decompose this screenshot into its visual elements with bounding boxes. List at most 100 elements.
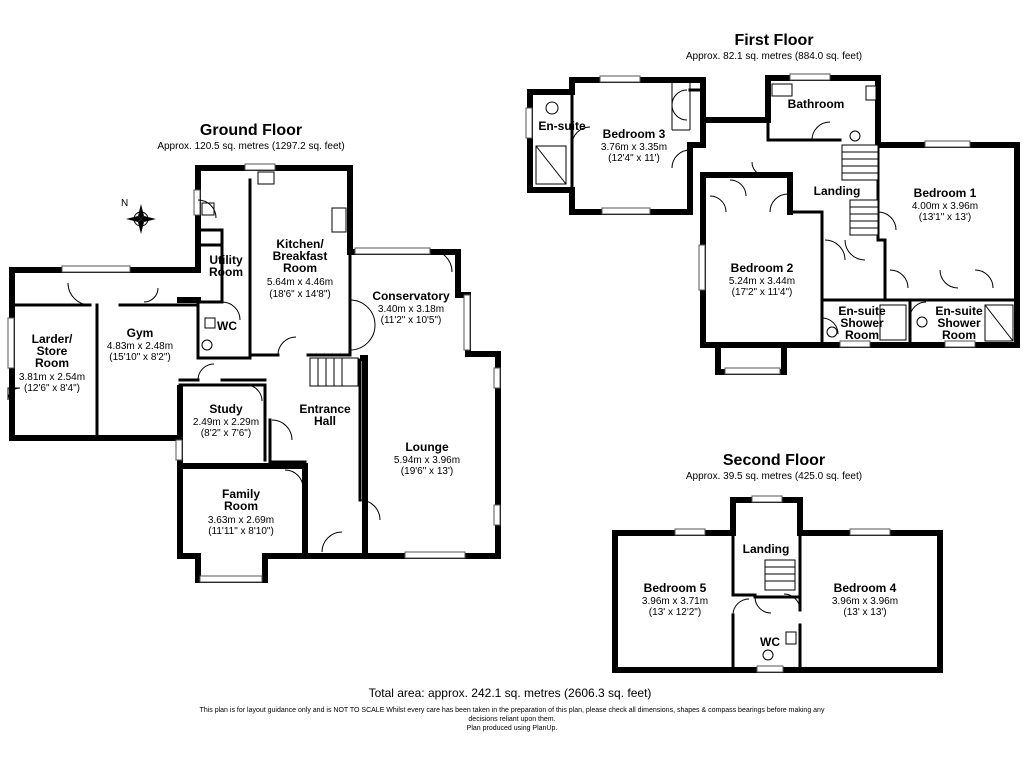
window xyxy=(244,163,276,171)
shower-tray-icon xyxy=(879,304,907,341)
room-dimensions: 5.94m x 3.96m xyxy=(394,455,460,466)
door xyxy=(821,317,839,335)
room-name: Breakfast xyxy=(273,249,328,263)
door xyxy=(197,199,217,219)
room-dimensions: 5.64m x 4.46m xyxy=(267,277,333,288)
basin-icon xyxy=(204,317,216,329)
room-dimensions: 3.76m x 3.35m xyxy=(601,142,667,153)
toilet-icon xyxy=(762,649,774,661)
room-name: Bedroom 5 xyxy=(644,581,707,595)
room-conservatory: Conservatory 3.40m x 3.18m (11'2" x 10'5… xyxy=(372,289,450,326)
room-family: Family Room 3.63m x 2.69m (11'11" x 8'10… xyxy=(208,487,274,537)
room-name: Utility xyxy=(209,253,243,267)
wardrobe xyxy=(889,269,959,289)
room-dimensions-imperial: (18'6" x 14'8") xyxy=(269,289,331,300)
room-kitchen: Kitchen/ Breakfast Room 5.64m x 4.46m (1… xyxy=(267,237,333,300)
disclaimer-line-1: This plan is for layout guidance only an… xyxy=(200,707,825,714)
room-utility: Utility Room xyxy=(209,253,243,279)
second-floor-title: Second Floor xyxy=(723,452,825,469)
sink-icon xyxy=(257,171,275,185)
room-dimensions: 5.24m x 3.44m xyxy=(729,276,795,287)
door xyxy=(271,419,293,441)
door xyxy=(571,126,591,146)
room-bedroom-2: Bedroom 2 5.24m x 3.44m (17'2" x 11'4") xyxy=(729,261,795,298)
room-dimensions: 3.96m x 3.96m xyxy=(832,596,898,607)
room-gym: Gym 4.83m x 2.48m (15'10" x 8'2") xyxy=(107,326,173,363)
door xyxy=(321,531,343,553)
first-floor-title: First Floor xyxy=(734,32,813,49)
compass-icon: N xyxy=(121,198,156,234)
wardrobe xyxy=(824,239,866,261)
staircase xyxy=(849,199,879,236)
room-name: Room xyxy=(845,328,879,342)
door xyxy=(877,211,897,231)
room-dimensions: 4.00m x 3.96m xyxy=(912,201,978,212)
room-name: Larder/ xyxy=(32,332,73,346)
ground-floor-area: Approx. 120.5 sq. metres (1297.2 sq. fee… xyxy=(157,141,344,152)
door xyxy=(429,249,453,273)
room-dimensions-imperial: (13' x 13') xyxy=(843,607,886,618)
room-dimensions: 3.40m x 3.18m xyxy=(378,304,444,315)
toilet-icon xyxy=(545,101,559,115)
window xyxy=(354,247,431,255)
window xyxy=(724,367,781,375)
room-name: Bedroom 1 xyxy=(914,186,977,200)
window xyxy=(674,528,706,536)
room-name: Room xyxy=(209,265,243,279)
room-wc-ground: WC xyxy=(217,319,237,333)
window xyxy=(193,189,201,216)
room-name: Room xyxy=(283,261,317,275)
room-dimensions: 3.96m x 3.71m xyxy=(642,596,708,607)
door xyxy=(245,384,263,402)
room-dimensions: 3.63m x 2.69m xyxy=(208,515,274,526)
room-dimensions-imperial: (11'2" x 10'5") xyxy=(381,315,442,326)
door xyxy=(277,336,297,356)
wardrobe xyxy=(671,80,691,131)
window xyxy=(944,340,976,348)
staircase xyxy=(841,144,879,181)
window xyxy=(698,244,706,291)
window xyxy=(839,340,871,348)
room-dimensions-imperial: (8'2" x 7'6") xyxy=(201,428,251,439)
room-name: Entrance xyxy=(299,402,351,416)
bath-icon xyxy=(771,83,793,97)
room-study: Study 2.49m x 2.29m (8'2" x 7'6") xyxy=(193,402,259,439)
window xyxy=(756,665,784,673)
room-bathroom: Bathroom xyxy=(788,97,845,111)
room-lounge: Lounge 5.94m x 3.96m (19'6" x 13') xyxy=(394,440,460,477)
room-wc-second: WC xyxy=(760,635,780,649)
window xyxy=(7,317,15,369)
basin-icon xyxy=(785,631,797,645)
total-area: Total area: approx. 242.1 sq. metres (26… xyxy=(369,686,652,700)
window xyxy=(789,73,831,81)
footer: Total area: approx. 242.1 sq. metres (26… xyxy=(200,686,825,732)
room-dimensions-imperial: (12'4" x 11') xyxy=(608,153,660,164)
door xyxy=(284,469,304,489)
room-name: Hall xyxy=(314,414,336,428)
window xyxy=(175,439,183,461)
toilet-icon xyxy=(849,130,861,142)
window xyxy=(493,504,501,526)
window xyxy=(493,367,501,389)
door xyxy=(349,299,376,351)
staircase xyxy=(764,559,796,591)
room-ensuite-b: En-suite Shower Room xyxy=(935,304,983,342)
room-name: En-suite xyxy=(935,304,983,318)
wardrobe xyxy=(709,179,747,213)
disclaimer-line-3: Plan produced using PlanUp. xyxy=(467,725,558,732)
room-ensuite-a: En-suite Shower Room xyxy=(838,304,886,342)
door xyxy=(143,287,159,303)
room-name: Study xyxy=(209,402,243,416)
room-dimensions: 2.49m x 2.29m xyxy=(193,417,259,428)
room-name: Room xyxy=(224,499,258,513)
door xyxy=(769,193,789,213)
room-name: Bedroom 3 xyxy=(603,127,666,141)
window xyxy=(849,528,891,536)
first-floor: First Floor Approx. 82.1 sq. metres (884… xyxy=(525,32,1020,375)
room-name: Store xyxy=(37,344,68,358)
room-name: Gym xyxy=(127,326,154,340)
room-bedroom-3: Bedroom 3 3.76m x 3.35m (12'4" x 11') xyxy=(601,127,667,164)
wardrobe xyxy=(671,89,688,121)
room-larder: Larder/ Store Room 3.81m x 2.54m (12'6" … xyxy=(19,332,85,394)
